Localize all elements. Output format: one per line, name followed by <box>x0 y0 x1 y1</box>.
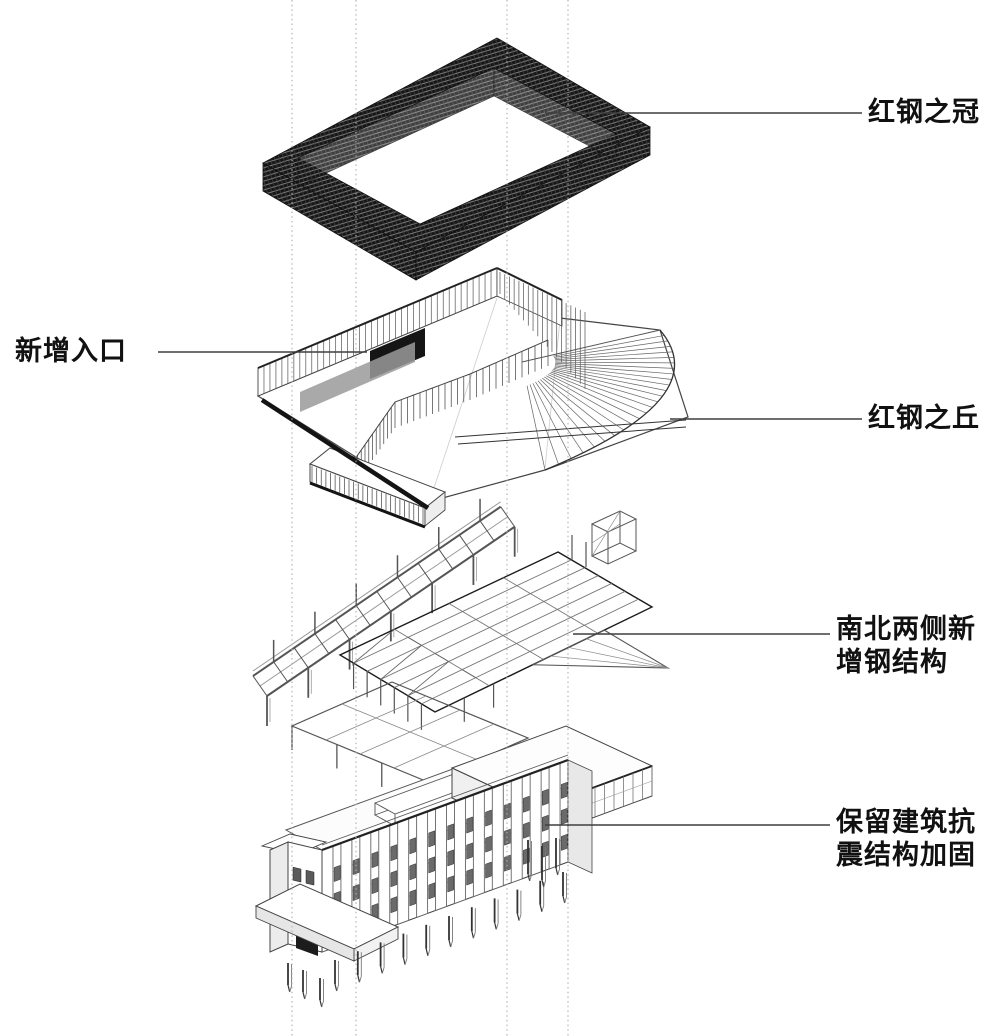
label-new-steel-structure: 南北两侧新增钢结构 <box>836 614 976 677</box>
crown-layer <box>262 37 651 281</box>
hill-layer <box>256 267 689 529</box>
label-new-entrance: 新增入口 <box>15 336 127 366</box>
vertical-guide-lines <box>291 0 569 1036</box>
label-red-steel-crown: 红钢之冠 <box>868 97 980 127</box>
label-seismic-retrofit: 保留建筑抗震结构加固 <box>836 807 976 870</box>
leader-lines <box>158 112 862 826</box>
retained-building-layer <box>254 725 654 1008</box>
label-red-steel-hill: 红钢之丘 <box>868 403 980 433</box>
